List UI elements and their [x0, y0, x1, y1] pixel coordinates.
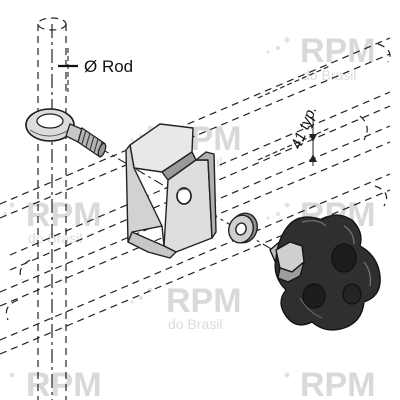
star-knob-icon: [269, 214, 381, 331]
channel-line-1: [0, 37, 391, 205]
slot-end-3: [374, 185, 388, 207]
watermark-bottom-right: RPM: [300, 366, 376, 400]
spacing-label: 41 typ.: [288, 103, 321, 151]
washer-icon: [228, 212, 258, 244]
watermark-brand: RPM: [300, 366, 376, 400]
rod-callout: Ø Rod: [58, 48, 133, 92]
watermark-left: RPM do Brasil: [26, 196, 102, 246]
slot-end-2: [359, 115, 368, 141]
watermark-brand: RPM: [166, 282, 242, 320]
dim-extension-lower: [257, 127, 331, 161]
channel-line-6: [0, 141, 391, 307]
watermark-dots: [3, 37, 290, 378]
channel-line-7: [0, 173, 391, 341]
watermark-center-bottom: RPM do Brasil: [166, 282, 242, 332]
channel-line-5: [0, 125, 391, 293]
dimension-41-typ: 41 typ.: [288, 103, 321, 166]
slot-end-1: [377, 43, 391, 63]
slot-end-4: [5, 299, 19, 321]
watermark-bottom-left: RPM: [26, 366, 102, 400]
rod-diameter-label: Ø Rod: [84, 57, 133, 76]
dim-extension-upper: [257, 65, 331, 99]
watermark-top-right: RPM do Brasil: [300, 32, 376, 83]
slot-end-5: [19, 259, 31, 281]
eye-bolt-icon: [25, 108, 107, 159]
watermark-brand: RPM: [300, 32, 376, 70]
channel-line-2: [0, 53, 391, 219]
channel-line-8: [0, 189, 391, 355]
watermark-brand: RPM: [26, 366, 102, 400]
bracket-icon: [125, 123, 217, 259]
watermark-sub: do Brasil: [168, 316, 222, 332]
watermark-sub: do Brasil: [28, 230, 82, 246]
watermark-sub: do Brasil: [302, 67, 356, 83]
